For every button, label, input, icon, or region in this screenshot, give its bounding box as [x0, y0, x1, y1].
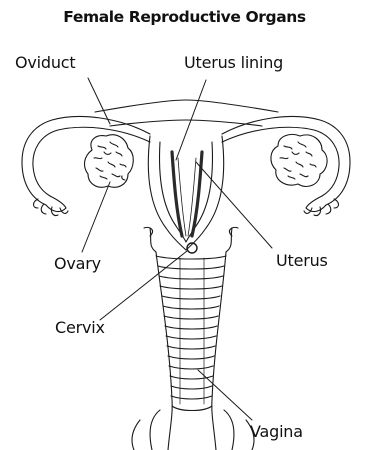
label-cervix: Cervix — [55, 318, 105, 337]
leader-cervix — [100, 251, 187, 320]
upper-ligament — [95, 100, 278, 112]
uterus-inner-wall — [160, 142, 213, 242]
right-ovary — [271, 134, 327, 186]
label-oviduct: Oviduct — [15, 53, 75, 72]
vagina — [144, 227, 238, 450]
leader-uterus — [196, 162, 272, 248]
leader-vagina — [198, 370, 252, 420]
uterus-lining-left — [172, 152, 182, 236]
label-ovary: Ovary — [54, 254, 101, 273]
right-oviduct — [222, 116, 350, 215]
label-vagina: Vagina — [250, 422, 303, 441]
label-uterus: Uterus — [276, 251, 328, 270]
uterus-lining-right — [192, 152, 202, 236]
leader-ovary — [82, 182, 110, 252]
vulva — [132, 410, 254, 450]
upper-ligament-inner — [110, 120, 262, 126]
left-ovary — [85, 135, 134, 188]
label-uterus-lining: Uterus lining — [184, 53, 283, 72]
left-oviduct — [22, 116, 150, 215]
